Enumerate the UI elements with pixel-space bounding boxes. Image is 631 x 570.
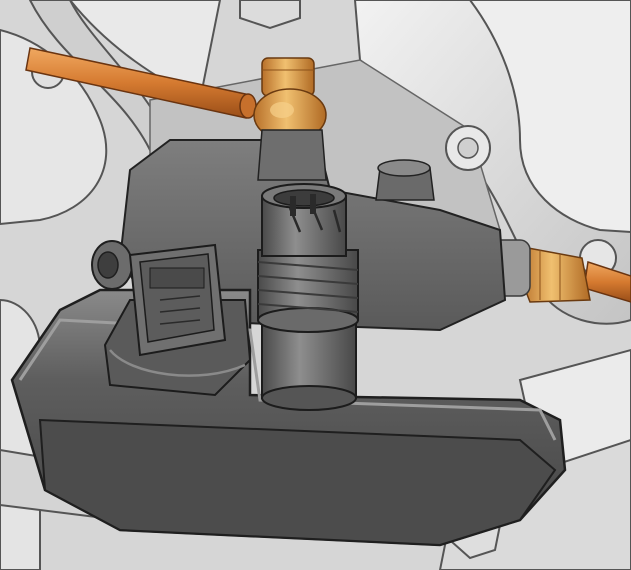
bolt-icon (239, 0, 301, 30)
side-port (91, 240, 133, 290)
pressure-sensor (257, 183, 359, 411)
bolt-icon (445, 125, 491, 171)
fuel-line-left (25, 47, 257, 119)
sensor-housing (10, 129, 567, 547)
brass-fitting-top (253, 57, 327, 142)
electrical-connector (103, 243, 252, 397)
